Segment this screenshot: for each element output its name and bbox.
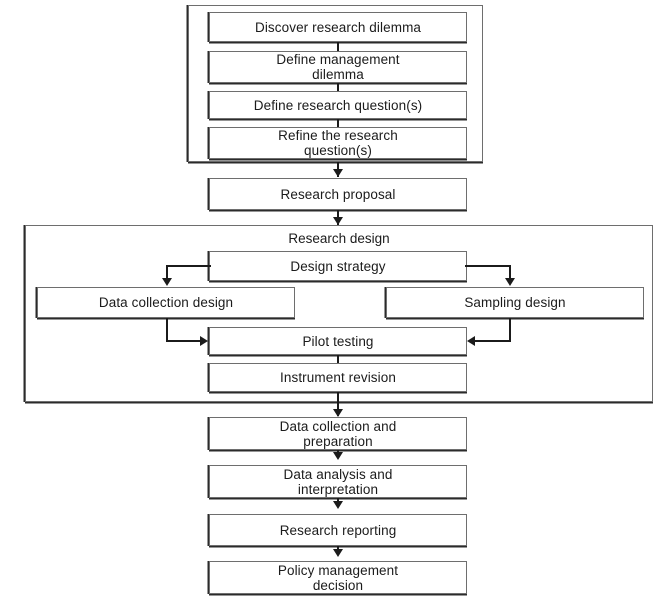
node-define-management-dilemma[interactable]: Define management dilemma [209, 51, 467, 83]
node-pilot-testing[interactable]: Pilot testing [209, 327, 467, 355]
connector-data-collection-right-into-pilot [166, 340, 202, 342]
connector-define-management-to-define-question [337, 83, 339, 91]
connector-right-branch-down-to-sampling [509, 265, 511, 281]
arrow-down-icon-to-policy-decision [333, 549, 343, 557]
node-instrument-revision[interactable]: Instrument revision [209, 363, 467, 392]
connector-sampling-left-into-pilot [475, 340, 511, 342]
node-data-analysis-and-interpretation[interactable]: Data analysis and interpretation [209, 465, 467, 498]
arrow-down-icon-to-data-analysis [333, 452, 343, 460]
node-design-strategy[interactable]: Design strategy [209, 251, 467, 281]
node-data-collection-and-preparation[interactable]: Data collection and preparation [209, 417, 467, 450]
node-define-research-question[interactable]: Define research question(s) [209, 91, 467, 119]
arrow-down-icon-to-research-design [333, 217, 343, 225]
connector-sampling-down [509, 318, 511, 342]
node-data-collection-design[interactable]: Data collection design [37, 287, 295, 318]
research-design-group-label: Research design [288, 231, 390, 246]
arrow-left-icon-to-pilot-testing [467, 336, 475, 346]
node-discover-research-dilemma[interactable]: Discover research dilemma [209, 12, 467, 42]
connector-data-collection-down [166, 318, 168, 342]
research-design-group-frame [25, 225, 653, 402]
arrow-down-icon-to-data-collection-design [162, 278, 172, 286]
arrow-down-icon-to-research-reporting [333, 501, 343, 509]
node-sampling-design[interactable]: Sampling design [386, 287, 644, 318]
connector-left-branch-down-to-data-collection [166, 265, 168, 281]
node-research-proposal[interactable]: Research proposal [209, 178, 467, 210]
connector-research-design-to-data-collection-preparation [337, 392, 339, 416]
connector-design-strategy-left-branch [166, 265, 211, 267]
node-research-reporting[interactable]: Research reporting [209, 514, 467, 546]
arrow-down-icon-to-data-collection-preparation [333, 409, 343, 417]
arrow-down-icon-to-sampling-design [505, 278, 515, 286]
connector-pilot-testing-to-instrument-revision [337, 355, 339, 363]
question-formulation-group-frame [188, 5, 483, 162]
connector-design-strategy-right-branch [465, 265, 511, 267]
arrow-right-icon-to-pilot-testing [200, 336, 208, 346]
node-refine-the-research-question[interactable]: Refine the research question(s) [209, 127, 467, 159]
connector-define-question-to-refine-question [337, 119, 339, 127]
connector-discover-to-define-management [337, 42, 339, 51]
node-policy-management-decision[interactable]: Policy management decision [209, 561, 467, 594]
arrow-down-icon-to-research-proposal [333, 169, 343, 177]
